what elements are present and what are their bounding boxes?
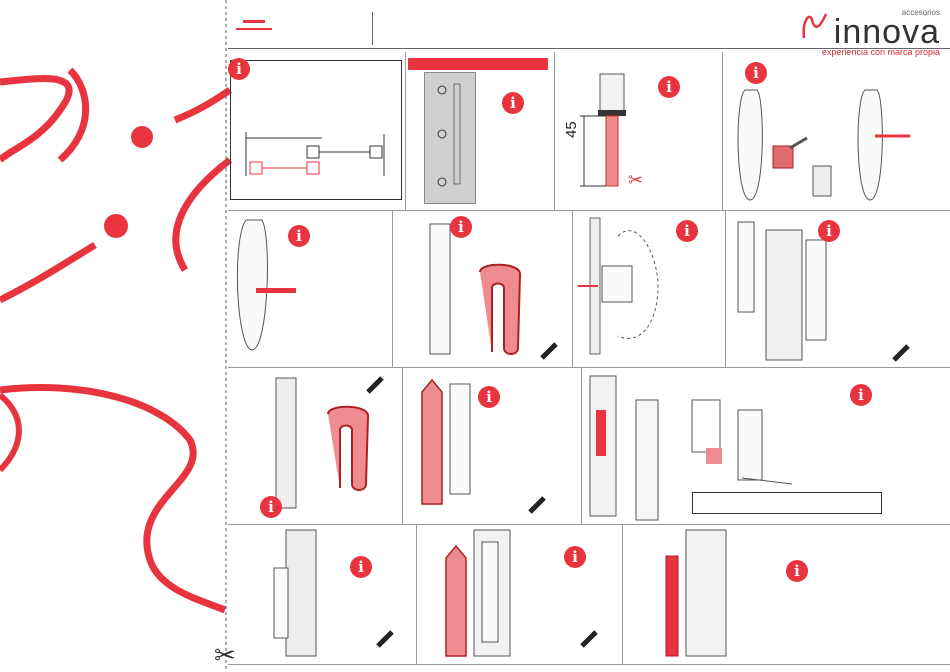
cut-line xyxy=(224,0,228,672)
step4-handle-drawing xyxy=(735,88,945,208)
step6-screwdriver-icon xyxy=(538,340,560,362)
step10-screwdriver-icon xyxy=(526,494,548,516)
step2-red-bar xyxy=(408,58,548,70)
step1-info-icon: i xyxy=(228,58,250,80)
step8-drawing xyxy=(732,220,942,360)
col-1-3 xyxy=(722,52,723,210)
col-2-3 xyxy=(725,210,726,367)
step13-screwdriver-icon xyxy=(578,628,600,650)
col-4-1 xyxy=(416,524,417,664)
step11-info-icon: i xyxy=(850,384,872,406)
step3-dimension-label: 45 xyxy=(563,121,580,138)
row-line-1 xyxy=(228,210,950,211)
step2-template-holes xyxy=(424,72,474,202)
col-2-2 xyxy=(572,210,573,367)
step12-info-icon: i xyxy=(350,556,372,578)
step9-screwdriver-icon xyxy=(364,374,386,396)
step1-diagram xyxy=(232,128,402,188)
col-1-2 xyxy=(554,52,555,210)
step14-info-icon: i xyxy=(786,560,808,582)
step3-scissors-icon: ✂ xyxy=(628,170,643,191)
step11-note-box xyxy=(692,492,882,514)
step8-info-icon: i xyxy=(818,220,840,242)
step4-info-icon: i xyxy=(745,62,767,84)
col-1-1 xyxy=(405,52,406,210)
col-3-2 xyxy=(581,367,582,524)
scissors-icon: ✂ xyxy=(214,640,236,671)
step14-drawing xyxy=(656,528,776,658)
step12-screwdriver-icon xyxy=(374,628,396,650)
row-line-2 xyxy=(228,367,950,368)
step9-info-icon: i xyxy=(260,496,282,518)
col-4-2 xyxy=(622,524,623,664)
header-mark-underline xyxy=(236,28,272,30)
row-line-3 xyxy=(228,524,950,525)
step3-info-icon: i xyxy=(658,76,680,98)
step3-rod-drawing xyxy=(570,70,660,200)
step2-info-icon: i xyxy=(502,92,524,114)
brand-swoosh-icon xyxy=(800,10,830,40)
brand-tagline: experiencia con marca propia xyxy=(822,47,940,57)
col-2-1 xyxy=(392,210,393,367)
step6-drawing xyxy=(400,222,550,362)
step7-info-icon: i xyxy=(676,220,698,242)
step12-drawing xyxy=(250,528,370,658)
step10-drawing xyxy=(410,374,530,514)
step13-drawing xyxy=(430,528,580,658)
brand-logo-text: innova xyxy=(822,17,940,47)
row-line-4 xyxy=(228,664,950,665)
decorative-swooshes xyxy=(0,0,230,672)
header-divider xyxy=(372,12,373,45)
brand-logo: accesorios innova experiencia con marca … xyxy=(822,8,940,57)
step5-info-icon: i xyxy=(288,225,310,247)
step6-info-icon: i xyxy=(450,216,472,238)
header-red-mark xyxy=(243,20,265,23)
step10-info-icon: i xyxy=(478,386,500,408)
col-3-1 xyxy=(402,367,403,524)
step8-screwdriver-icon xyxy=(890,342,912,364)
step7-drawing xyxy=(578,216,718,356)
step13-info-icon: i xyxy=(564,546,586,568)
step11-detail-drawing xyxy=(692,400,802,490)
